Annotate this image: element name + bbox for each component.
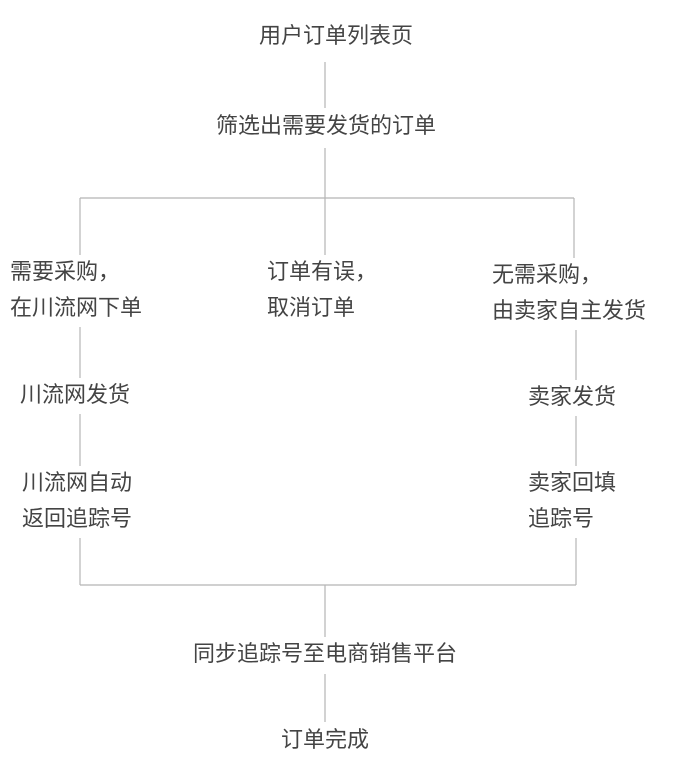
node-right-track-line-2: 追踪号 — [528, 507, 595, 532]
node-left-track: 川流网自动 返回追踪号 — [22, 466, 133, 538]
node-filter-line-1: 筛选出需要发货的订单 — [215, 114, 437, 139]
node-start-line-1: 用户订单列表页 — [258, 24, 414, 49]
node-right-track-line-1: 卖家回填 — [528, 471, 617, 496]
node-right-branch-line-2: 由卖家自主发货 — [492, 299, 647, 324]
node-left-track-line-1: 川流网自动 — [22, 471, 133, 496]
node-middle-branch: 订单有误， 取消订单 — [267, 255, 378, 327]
node-sync: 同步追踪号至电商销售平台 — [192, 637, 458, 673]
node-left-ship: 川流网发货 — [20, 378, 131, 414]
node-end: 订单完成 — [280, 723, 370, 759]
node-right-ship: 卖家发货 — [528, 380, 617, 416]
node-left-branch: 需要采购， 在川流网下单 — [10, 255, 143, 327]
node-left-branch-line-1: 需要采购， — [10, 260, 121, 285]
node-left-track-line-2: 返回追踪号 — [22, 507, 133, 532]
node-right-track: 卖家回填 追踪号 — [528, 466, 617, 538]
node-left-branch-line-2: 在川流网下单 — [10, 296, 143, 321]
node-middle-branch-line-1: 订单有误， — [267, 260, 378, 285]
node-right-ship-line-1: 卖家发货 — [528, 385, 617, 410]
node-left-ship-line-1: 川流网发货 — [20, 383, 131, 408]
node-right-branch: 无需采购， 由卖家自主发货 — [492, 258, 647, 330]
node-filter: 筛选出需要发货的订单 — [215, 109, 437, 145]
node-sync-line-1: 同步追踪号至电商销售平台 — [192, 642, 458, 667]
node-start: 用户订单列表页 — [258, 19, 414, 55]
node-right-branch-line-1: 无需采购， — [492, 263, 603, 288]
node-middle-branch-line-2: 取消订单 — [267, 296, 356, 321]
node-end-line-1: 订单完成 — [280, 728, 370, 753]
